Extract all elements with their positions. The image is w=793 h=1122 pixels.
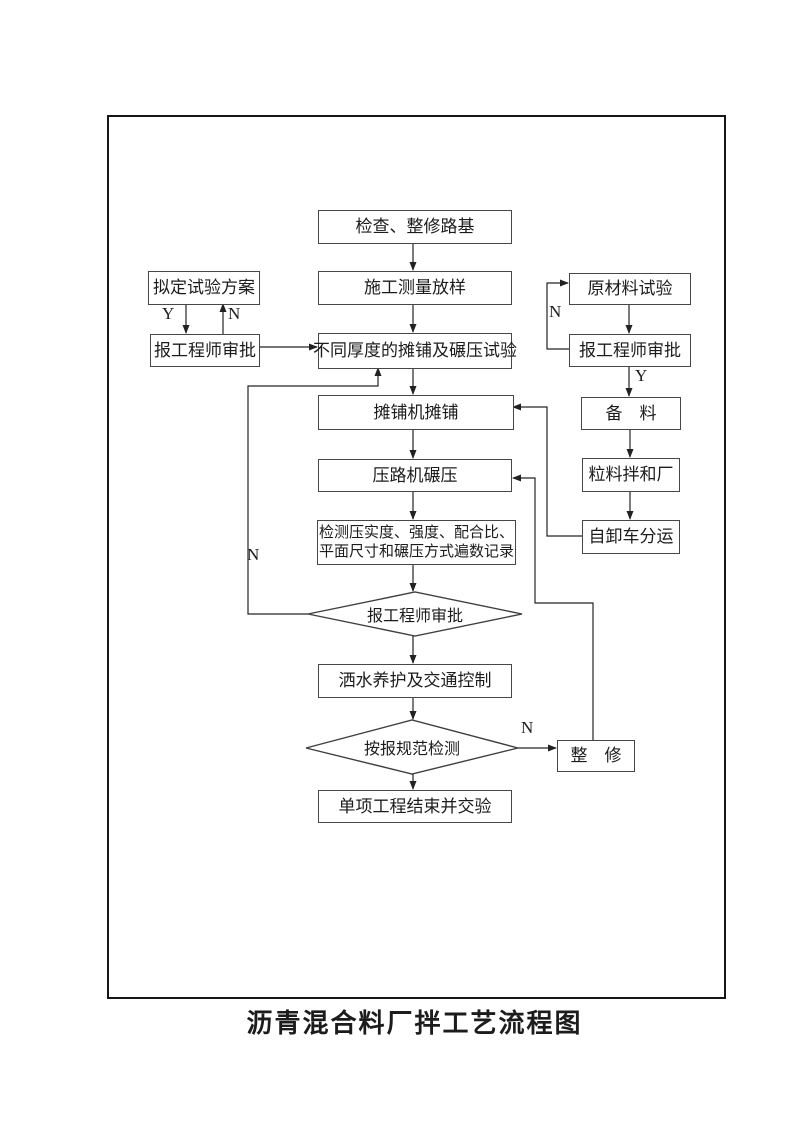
node-inspection-records: 检测压实度、强度、配合比、 平面尺寸和碾压方式遍数记录 xyxy=(317,520,516,565)
node-dump-truck-transport: 自卸车分运 xyxy=(582,520,680,554)
node-draft-test-plan: 拟定试验方案 xyxy=(148,271,260,305)
inspection-line-2: 平面尺寸和碾压方式遍数记录 xyxy=(318,543,514,560)
node-raw-material-test: 原材料试验 xyxy=(569,273,691,305)
node-granular-mixing-plant: 粒料拌和厂 xyxy=(582,458,680,492)
node-thickness-paving-test: 不同厚度的摊铺及碾压试验 xyxy=(313,333,517,369)
branch-label-approval-no: N xyxy=(247,545,260,564)
branch-label-right-no: N xyxy=(549,302,562,321)
branch-label-inspection-no: N xyxy=(521,718,534,737)
node-curing-traffic-control: 洒水养护及交通控制 xyxy=(318,664,512,698)
node-check-repair-roadbed: 检查、整修路基 xyxy=(318,210,512,244)
node-left-engineer-approval: 报工程师审批 xyxy=(150,334,260,367)
diagram-title: 沥青混合料厂拌工艺流程图 xyxy=(246,1009,583,1038)
decision-engineer-approval: 报工程师审批 xyxy=(366,608,463,625)
node-roller-compaction: 压路机碾压 xyxy=(318,459,512,492)
node-prepare-material: 备 料 xyxy=(581,397,681,430)
node-paver-paving: 摊铺机摊铺 xyxy=(318,395,514,430)
branch-label-left-no: N xyxy=(228,304,241,323)
inspection-line-1: 检测压实度、强度、配合比、 xyxy=(318,524,514,541)
decision-spec-inspection: 按报规范检测 xyxy=(363,741,460,758)
branch-label-left-yes: Y xyxy=(162,304,175,323)
node-right-engineer-approval: 报工程师审批 xyxy=(569,334,691,367)
branch-label-right-yes: Y xyxy=(635,366,648,385)
node-repair: 整 修 xyxy=(557,740,635,772)
node-project-completion: 单项工程结束并交验 xyxy=(318,790,512,823)
node-survey-layout: 施工测量放样 xyxy=(318,271,512,305)
